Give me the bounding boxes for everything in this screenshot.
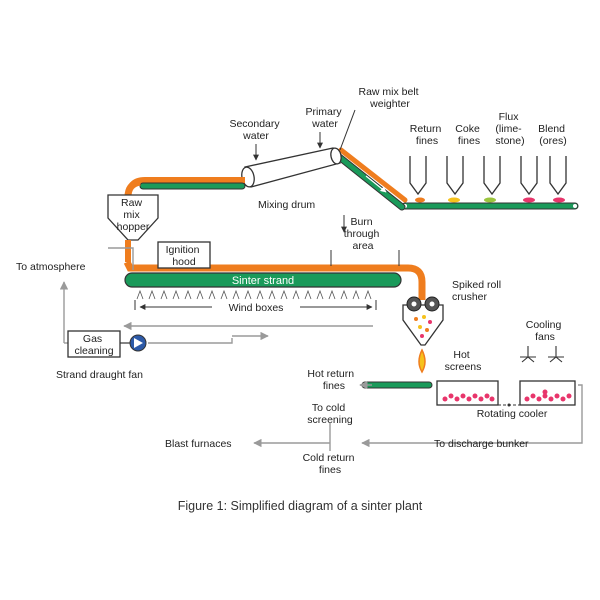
label-secondary-water: Secondary water [229, 118, 282, 142]
label-to-cold-screening: To cold screening [307, 402, 353, 426]
arrow-cooler-down [361, 384, 583, 448]
wind-box-hatching [136, 289, 372, 300]
bin-blend [520, 156, 538, 196]
label-raw-mix-hopper: Raw mix hopper [117, 197, 150, 233]
label-to-discharge-bunker: To discharge bunker [434, 438, 529, 450]
label-mixing-drum: Mixing drum [258, 199, 315, 211]
wind-box-mark [148, 289, 156, 300]
bin-coke-fines [446, 156, 464, 196]
label-ignition-hood: Ignition hood [166, 244, 203, 268]
label-hot-screens: Hot screens [445, 349, 482, 373]
wind-box-mark [232, 289, 240, 300]
label-burn-through-area: Burn through area [344, 216, 383, 252]
bin-return-fines [409, 156, 427, 196]
gas-cleaning-box [67, 330, 121, 358]
spiked-roll-crusher [402, 296, 444, 374]
wind-box-mark [268, 289, 276, 300]
wind-box-mark [172, 289, 180, 300]
wind-box-mark [304, 289, 312, 300]
crusher-fragments [414, 315, 432, 338]
label-strand-draught-fan: Strand draught fan [56, 369, 143, 381]
label-raw-mix-belt-weighter: Raw mix belt weighter [358, 86, 421, 110]
feed-bins [409, 156, 567, 196]
label-coke-fines: Coke fines [455, 123, 482, 147]
process-arrows [59, 247, 583, 451]
wind-box-mark [160, 289, 168, 300]
label-wind-boxes: Wind boxes [229, 302, 284, 314]
raw-mix-hopper [107, 194, 159, 262]
label-spiked-roll-crusher: Spiked roll crusher [452, 279, 504, 303]
hot-screens [436, 380, 499, 406]
wind-box-mark [136, 289, 144, 300]
crusher-roll-right [424, 296, 440, 312]
arrow-fan-outlet [148, 338, 233, 344]
label-cooling-fans: Cooling fans [526, 319, 565, 343]
wind-box-mark [184, 289, 192, 300]
cooling-fans [520, 346, 564, 363]
label-gas-cleaning: Gas cleaning [74, 333, 113, 357]
bin-blend-2 [549, 156, 567, 196]
feed-conveyor [401, 202, 579, 210]
label-return-fines: Return fines [410, 123, 444, 147]
wind-box-mark [196, 289, 204, 300]
label-blast-furnaces: Blast furnaces [165, 438, 232, 450]
label-hot-return-fines: Hot return fines [307, 368, 357, 392]
label-rotating-cooler: Rotating cooler [477, 408, 548, 420]
wind-box-mark [220, 289, 228, 300]
hot-sinter-drop [418, 348, 426, 374]
label-primary-water: Primary water [305, 106, 344, 130]
belt-direction-arrow [365, 175, 387, 193]
inclined-belt [334, 147, 408, 211]
wind-box-mark [316, 289, 324, 300]
label-to-atmosphere: To atmosphere [16, 261, 86, 273]
sinter-strand [123, 215, 426, 300]
wind-box-mark [340, 289, 348, 300]
figure-caption: Figure 1: Simplified diagram of a sinter… [178, 499, 423, 513]
wind-box-mark [364, 289, 372, 300]
bin-flux [483, 156, 501, 196]
wind-box-mark [256, 289, 264, 300]
strand-material-layer [123, 260, 426, 300]
wind-box-mark [328, 289, 336, 300]
label-blend: Blend (ores) [538, 123, 568, 147]
arrow-hood-to-atmosphere [108, 247, 134, 270]
crusher-roll-left [406, 296, 422, 312]
wind-box-mark [292, 289, 300, 300]
wind-box-mark [244, 289, 252, 300]
rotating-cooler [498, 380, 576, 407]
mixing-drum [241, 147, 342, 188]
wind-boxes-bracket [134, 300, 377, 310]
label-sinter-strand: Sinter strand [232, 275, 294, 287]
hot-return-fines-conveyor [361, 381, 433, 389]
wind-box-mark [352, 289, 360, 300]
wind-box-mark [280, 289, 288, 300]
label-cold-return-fines: Cold return fines [303, 452, 358, 476]
wind-box-mark [208, 289, 216, 300]
ignition-hood-box [157, 241, 211, 269]
burn-through-bracket [330, 250, 400, 266]
label-flux: Flux (lime- stone) [495, 111, 524, 147]
cooler-sinter [524, 389, 572, 402]
feed-piles [415, 197, 565, 203]
strand-draught-fan-icon [129, 334, 147, 352]
strand-belt [124, 272, 402, 288]
hot-screens-sinter [442, 393, 495, 402]
